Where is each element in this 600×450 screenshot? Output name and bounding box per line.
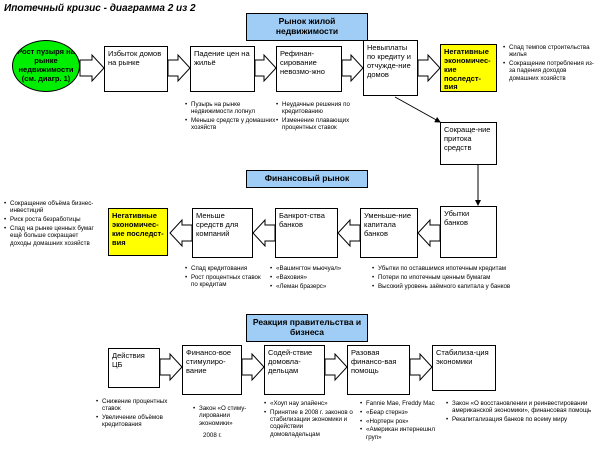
note: Сокращение потребления из-за падения дох… xyxy=(503,60,597,82)
note: «Нортерн рок» xyxy=(360,418,442,426)
note: Закон «О восстановлении и реинвестирован… xyxy=(446,400,596,415)
price-drop-notes: Пузырь на рынке недвижимости лопнул Мень… xyxy=(185,101,280,133)
fiscal-stimulus-box: Финансо-вое стимулиро-вание xyxy=(182,345,242,395)
block-arrow xyxy=(324,352,348,382)
less-funds-box: Меньше средств для компаний xyxy=(192,208,253,258)
block-arrow xyxy=(417,218,441,248)
less-funds-notes: Спад кредитования Рост процентных ставок… xyxy=(185,265,267,290)
bubble-growth-node: Рост пузыря на рынке недвижимости (см. д… xyxy=(12,40,80,92)
negative-effects-box-2: Негативные экономичес-кие последст-вия xyxy=(108,208,168,256)
note: Спад на рынке ценных бумаг ещё больше со… xyxy=(4,225,96,247)
bank-capital-box: Уменьше-ние капитала банков xyxy=(360,208,418,258)
fiscal-stimulus-notes: Закон «О стиму-лировании экономики» xyxy=(193,405,263,428)
block-arrow xyxy=(417,53,441,83)
block-arrow xyxy=(79,53,105,83)
block-arrow xyxy=(169,218,193,248)
bank-failures-box: Банкрот-ства банков xyxy=(275,208,338,258)
note: Сокращение объёма бизнес-инвестиций xyxy=(4,200,96,215)
note: Пузырь на рынке недвижимости лопнул xyxy=(185,101,280,116)
note: Закон «О стиму-лировании экономики» xyxy=(193,405,263,427)
block-arrow xyxy=(341,53,364,83)
note: Принятие в 2008 г. законов о стабилизаци… xyxy=(264,409,354,438)
funding-cut-box: Сокраще-ние притока средств xyxy=(440,122,497,165)
bank-losses-box: Убытки банков xyxy=(440,206,497,258)
refinancing-box: Рефинан-сирование невозмо-жно xyxy=(276,46,342,92)
price-drop-box: Падение цен на жильё xyxy=(190,46,255,92)
header-government-response: Реакция правительства и бизнеса xyxy=(246,314,368,342)
bank-capital-notes: Убытки по оставшимся ипотечным кредитам … xyxy=(372,265,532,291)
note: Снижение процентных ставок xyxy=(96,398,182,413)
negative-effects-notes-2: Сокращение объёма бизнес-инвестиций Риск… xyxy=(4,200,96,248)
note: Спад кредитования xyxy=(185,265,267,273)
block-arrow xyxy=(159,352,183,382)
central-bank-notes: Снижение процентных ставок Увеличение об… xyxy=(96,398,182,430)
homeowner-assistance-box: Содей-ствие домовла-дельцам xyxy=(264,345,325,395)
stabilization-notes: Закон «О восстановлении и реинвестирован… xyxy=(446,400,596,425)
note: «Ваховия» xyxy=(270,274,356,282)
refinancing-notes: Неудачные решения по кредитованию Измене… xyxy=(276,101,368,133)
note: Fannie Mae, Freddy Mac xyxy=(360,400,442,408)
block-arrow xyxy=(337,218,361,248)
note: Рост процентных ставок по кредитам xyxy=(185,274,267,289)
block-arrow xyxy=(252,218,276,248)
negative-effects-box-1: Негативные экономичес-кие последст-вия xyxy=(440,44,497,92)
note: Увеличение объёмов кредитования xyxy=(96,414,182,429)
note: Убытки по оставшимся ипотечным кредитам xyxy=(372,265,532,273)
note: Рекапитализация банков по всему миру xyxy=(446,416,596,424)
note: «Американ интернешнл груп» xyxy=(360,426,442,441)
note: «Хоуп нау элайенс» xyxy=(264,400,354,408)
line-arrow xyxy=(394,96,441,123)
stabilization-box: Стабилиза-ция экономики xyxy=(432,345,496,391)
note: Потери по ипотечным ценным бумагам xyxy=(372,274,532,282)
note: «Вашингтон мьючуал» xyxy=(270,265,356,273)
stimulus-year: 2008 г. xyxy=(203,432,222,439)
defaults-box: Невыплаты по кредиту и отчужде-ние домов xyxy=(363,40,418,96)
homeowner-notes: «Хоуп нау элайенс» Принятие в 2008 г. за… xyxy=(264,400,354,440)
bailout-box: Разовая финансо-вая помощь xyxy=(347,345,410,395)
header-housing-market: Рынок жилой недвижимости xyxy=(246,13,368,41)
bailout-notes: Fannie Mae, Freddy Mac «Беар стернз» «Но… xyxy=(360,400,442,443)
negative-effects-notes-1: Спад темпов строительства жилья Сокращен… xyxy=(503,44,597,84)
note: «Беар стернз» xyxy=(360,409,442,417)
block-arrow xyxy=(254,53,277,83)
bank-failures-notes: «Вашингтон мьючуал» «Ваховия» «Леман бра… xyxy=(270,265,356,291)
note: Риск роста безработицы xyxy=(4,216,96,224)
note: Спад темпов строительства жилья xyxy=(503,44,597,59)
note: Изменение плавающих процентных ставок xyxy=(276,117,368,132)
page-title: Ипотечный кризис - диаграмма 2 из 2 xyxy=(4,3,196,14)
note: Неудачные решения по кредитованию xyxy=(276,101,368,116)
housing-surplus-box: Избыток домов на рынке xyxy=(104,46,168,92)
note: Высокий уровень заёмного капитала у банк… xyxy=(372,283,532,291)
header-financial-market: Финансовый рынок xyxy=(246,170,368,188)
block-arrow xyxy=(241,352,265,382)
note: «Леман бразерс» xyxy=(270,283,356,291)
block-arrow xyxy=(167,53,191,83)
note: Меньше средств у домашних хозяйств xyxy=(185,117,280,132)
block-arrow xyxy=(409,352,433,382)
central-bank-box: Действия ЦБ xyxy=(108,348,160,388)
